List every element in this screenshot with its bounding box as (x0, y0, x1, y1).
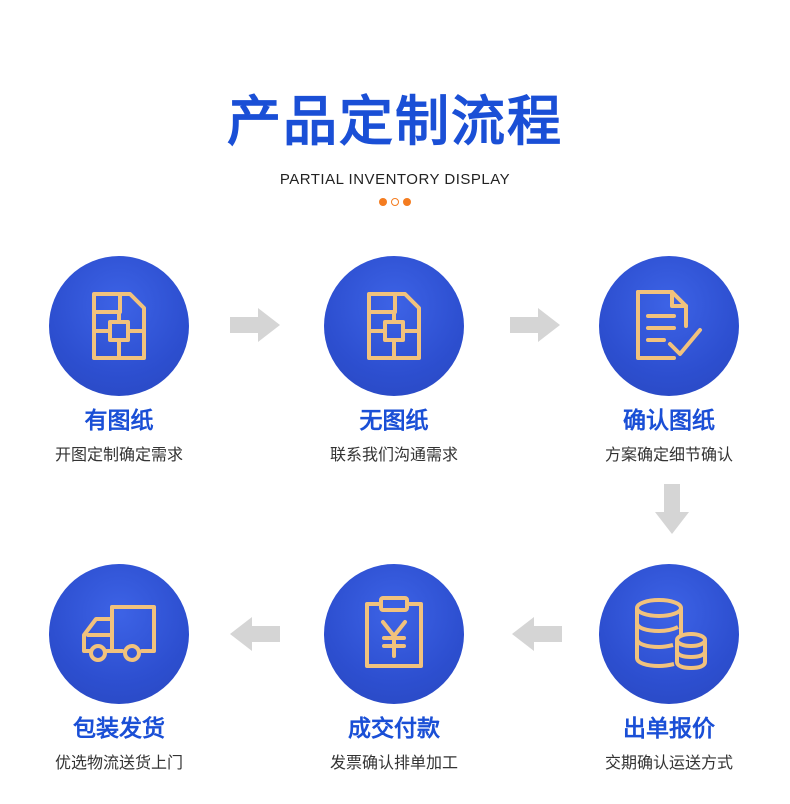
dot-icon (391, 198, 399, 206)
arrow-right-icon (230, 308, 280, 342)
arrow-left-icon (230, 617, 280, 651)
step-description: 发票确认排单加工 (329, 752, 458, 772)
step-description: 联系我们沟通需求 (329, 444, 458, 464)
step-title: 出单报价 (623, 716, 715, 742)
step-title: 包装发货 (73, 716, 165, 742)
arrow-down-icon (655, 484, 689, 534)
coins-icon (635, 598, 707, 671)
step-description: 优选物流送货上门 (54, 752, 183, 772)
step-title: 成交付款 (348, 716, 440, 742)
page-title: 产品定制流程 (227, 90, 563, 153)
dot-icon (379, 198, 387, 206)
dot-icon (403, 198, 411, 206)
step-title: 无图纸 (359, 408, 429, 434)
step-circle (324, 256, 464, 396)
arrow-left-icon (512, 617, 562, 651)
step-circle (49, 256, 189, 396)
step-description: 交期确认运送方式 (604, 752, 733, 772)
step-description: 开图定制确定需求 (54, 444, 183, 464)
blueprint-icon (367, 292, 421, 360)
step-confirm-drawing: 确认图纸 方案确定细节确认 (569, 256, 769, 464)
step-title: 有图纸 (84, 408, 154, 434)
page-subtitle: PARTIAL INVENTORY DISPLAY (279, 171, 511, 188)
truck-icon (82, 605, 156, 662)
document-check-icon (636, 290, 702, 360)
decorative-dots (0, 198, 790, 206)
step-circle (324, 564, 464, 704)
step-circle (599, 564, 739, 704)
blueprint-icon (92, 292, 146, 360)
step-shipping: 包装发货 优选物流送货上门 (19, 564, 219, 772)
step-title: 确认图纸 (623, 408, 715, 434)
step-description: 方案确定细节确认 (604, 444, 733, 464)
clipboard-yen-icon (365, 596, 423, 668)
arrow-right-icon (510, 308, 560, 342)
step-circle (599, 256, 739, 396)
step-no-drawing: 无图纸 联系我们沟通需求 (294, 256, 494, 464)
step-quote: 出单报价 交期确认运送方式 (569, 564, 769, 772)
step-circle (49, 564, 189, 704)
step-payment: 成交付款 发票确认排单加工 (294, 564, 494, 772)
step-has-drawing: 有图纸 开图定制确定需求 (19, 256, 219, 464)
